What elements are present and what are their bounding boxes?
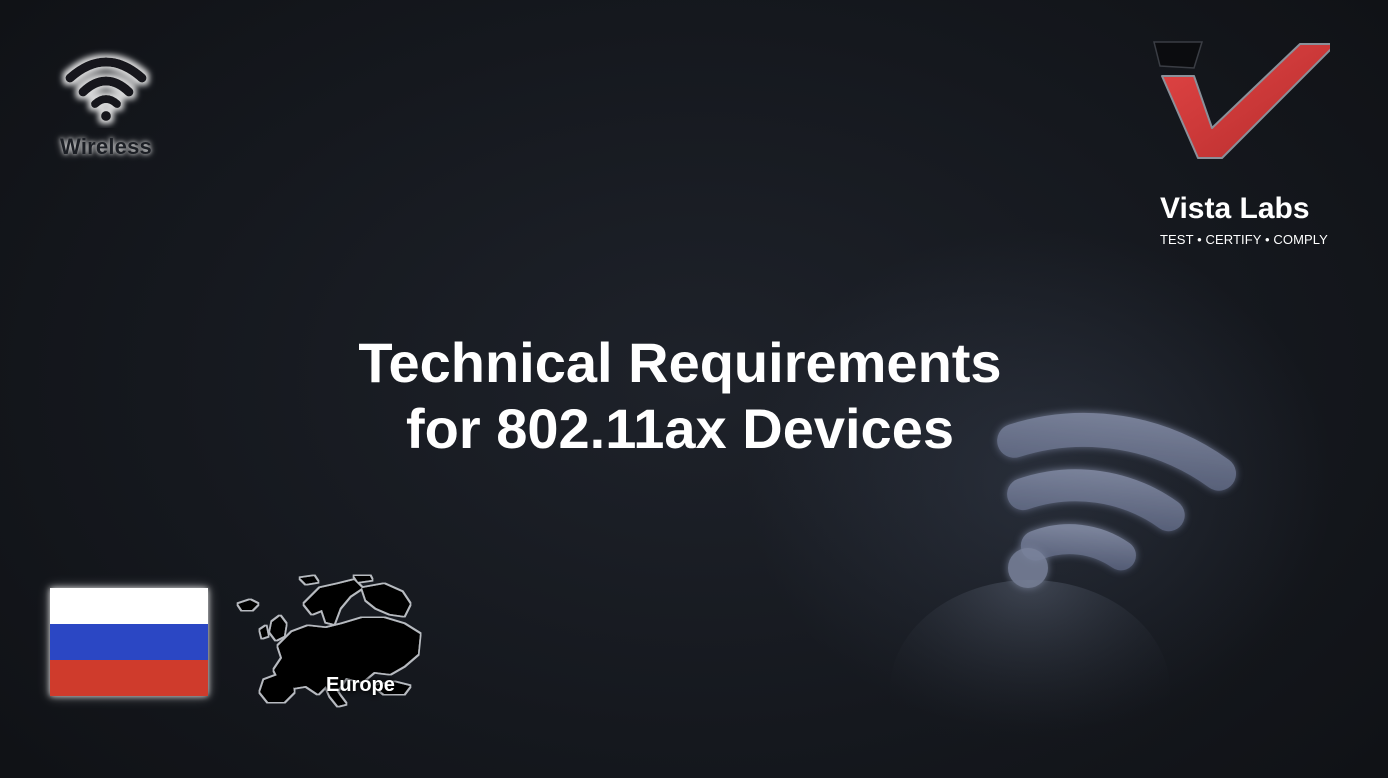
slide-title-line-2: for 802.11ax Devices — [406, 397, 954, 460]
wifi-icon — [65, 57, 147, 121]
background-wifi-icon — [890, 412, 1237, 778]
flag-stripe-white — [50, 588, 208, 624]
flag-stripe-red — [50, 660, 208, 696]
europe-label: Europe — [326, 674, 395, 696]
flag-stripe-blue — [50, 624, 208, 660]
wireless-badge: Wireless — [44, 48, 168, 178]
brand-checkmark-icon — [1153, 41, 1330, 159]
brand-logo: Vista Labs TEST • CERTIFY • COMPLY — [1140, 32, 1340, 247]
russia-flag-icon — [50, 588, 208, 696]
brand-name: Vista Labs — [1160, 192, 1310, 225]
europe-map-icon — [238, 576, 420, 706]
slide-title: Technical Requirements for 802.11ax Devi… — [230, 330, 1130, 462]
slide-title-line-1: Technical Requirements — [358, 331, 1002, 394]
brand-tagline: TEST • CERTIFY • COMPLY — [1160, 232, 1328, 247]
wireless-label: Wireless — [60, 134, 152, 159]
